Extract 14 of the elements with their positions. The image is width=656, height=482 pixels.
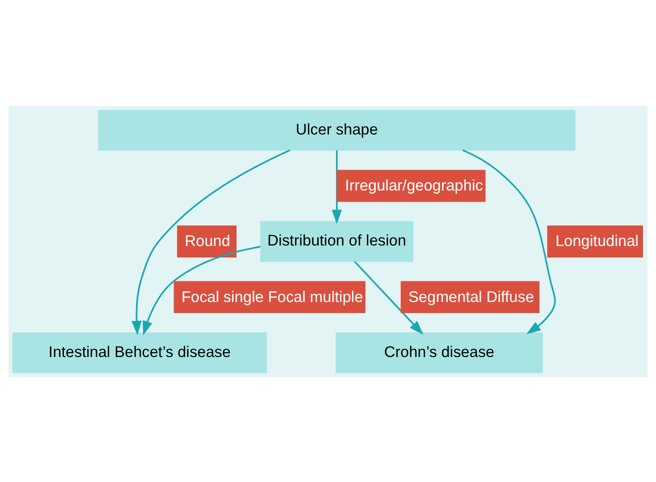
arrow (132, 148, 290, 335)
node-box: Distribution of lesion (260, 220, 414, 262)
edge-label: Round (184, 232, 230, 250)
edge-label: Segmental Diffuse (408, 288, 534, 306)
arrow (332, 150, 342, 224)
node-box: Intestinal Behcet’s disease (12, 332, 267, 373)
node-box: Ulcer shape (98, 109, 576, 150)
edge-label: Irregular/geographic (345, 176, 483, 194)
arrow (142, 245, 261, 335)
arrow (462, 148, 556, 334)
arrow (354, 260, 424, 334)
edge-label: Focal single Focal multiple (181, 288, 364, 306)
node-box: Crohn’s disease (336, 332, 543, 373)
edge-label: Longitudinal (555, 232, 639, 250)
